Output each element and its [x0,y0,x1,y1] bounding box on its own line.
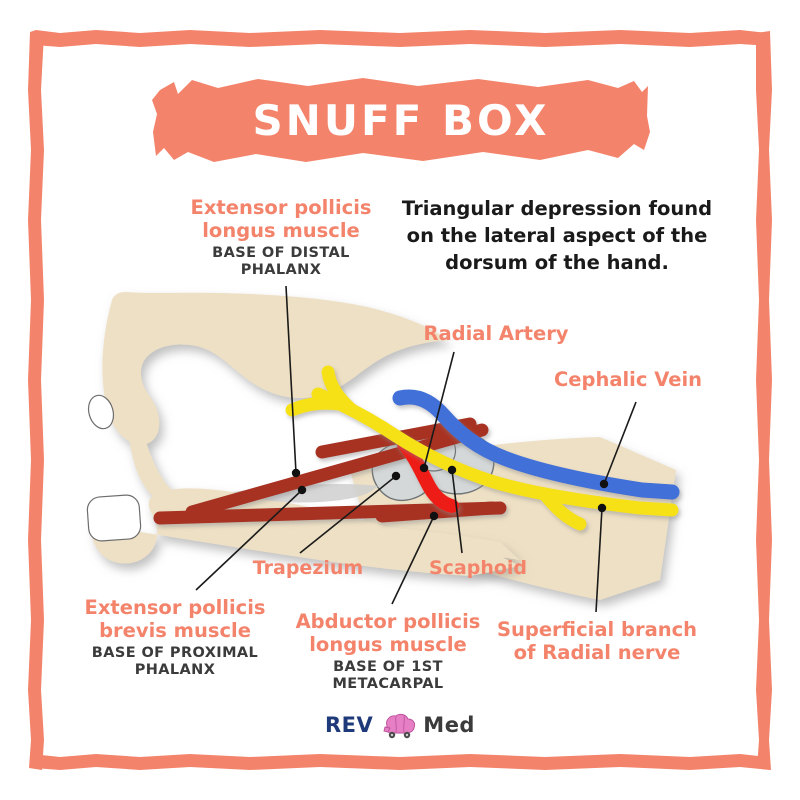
leader-epb [195,489,303,591]
label-epb-name: Extensor pollicis brevis muscle [84,596,266,642]
tendon-abductor-pollicis-longus [375,501,499,523]
label-extensor-pollicis-brevis: Extensor pollicis brevis muscle BASE OF … [70,596,280,679]
label-scaphoid: Scaphoid [408,557,548,579]
leader-trapezium [299,475,397,554]
label-apl-name: Abductor pollicis longus muscle [295,610,481,656]
label-extensor-pollicis-longus: Extensor pollicis longus muscle BASE OF … [176,196,386,279]
cephalic-vein-vessel [392,389,680,500]
label-radial-artery: Radial Artery [396,322,596,345]
title-banner: SNUFF BOX [148,72,654,168]
label-cephalic-vein-name: Cephalic Vein [553,368,703,391]
label-sbrn-name: Superficial branch of Radial nerve [496,618,698,664]
leader-sbrn [595,507,603,613]
leader-epl [285,285,297,474]
label-scaphoid-name: Scaphoid [428,557,528,579]
leader-scaphoid [451,469,463,554]
thumb-fingernail [86,494,142,542]
banner-brush-shape [152,78,650,162]
revmed-logo: REV Med [0,710,800,740]
radial-artery-vessel [397,437,459,513]
label-trapezium-name: Trapezium [252,557,364,579]
leader-apl [391,515,435,605]
tendon-extensor-pollicis-longus [185,423,489,519]
leader-dots [291,463,609,521]
logo-med-text: Med [423,713,475,737]
label-apl-attachment: BASE OF 1ST METACARPAL [332,659,444,693]
label-superficial-branch-radial-nerve: Superficial branch of Radial nerve [492,618,702,664]
radial-nerve-branch-distal [539,489,587,531]
logo-rev-text: REV [325,713,374,737]
index-fingernail [87,394,115,430]
leader-radial-artery [423,351,455,469]
radial-nerve-group [285,365,679,531]
brain-car-icon [383,713,416,739]
label-cephalic-vein: Cephalic Vein [538,368,718,391]
radial-nerve-branch-lower [285,396,347,417]
label-epl-attachment: BASE OF DISTAL PHALANX [212,245,350,279]
radial-nerve-main [311,387,679,517]
leader-cephalic [603,401,637,485]
radial-nerve-branch-upper [321,365,359,417]
label-trapezium: Trapezium [238,557,378,579]
label-epb-attachment: BASE OF PROXIMAL PHALANX [91,645,259,679]
leader-lines [195,285,637,613]
label-epl-name: Extensor pollicis longus muscle [190,196,372,242]
label-abductor-pollicis-longus: Abductor pollicis longus muscle BASE OF … [288,610,488,693]
page-title: SNUFF BOX [252,95,550,145]
description-text: Triangular depression found on the later… [401,197,713,274]
label-radial-artery-name: Radial Artery [423,322,569,345]
